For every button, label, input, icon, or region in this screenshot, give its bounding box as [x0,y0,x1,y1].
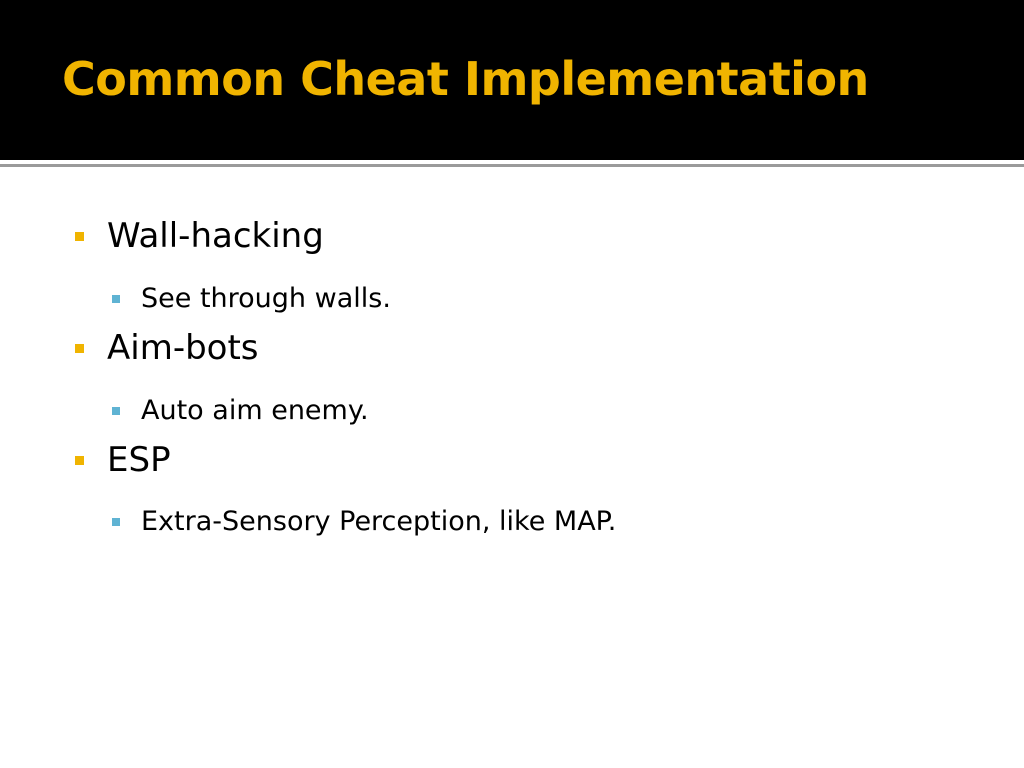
bullet-text: Wall-hacking [107,216,324,256]
title-separator [0,164,1024,167]
bullet-text: Aim-bots [107,328,259,368]
bullet-item-esp: ESP [75,440,171,480]
bullet-item-auto-aim-enemy: Auto aim enemy. [112,395,369,426]
bullet-text: ESP [107,440,171,480]
bullet-text: See through walls. [141,283,391,314]
bullet-marker-icon [75,343,84,353]
sub-bullet-marker-icon [112,406,120,415]
sub-bullet-marker-icon [112,517,120,526]
bullet-text: Auto aim enemy. [141,395,369,426]
bullet-item-extra-sensory-perception: Extra-Sensory Perception, like MAP. [112,506,616,537]
bullet-marker-icon [75,231,84,241]
bullet-marker-icon [75,455,84,465]
bullet-item-see-through-walls: See through walls. [112,283,391,314]
bullet-item-aim-bots: Aim-bots [75,328,259,368]
bullet-item-wall-hacking: Wall-hacking [75,216,324,256]
title-bar: Common Cheat Implementation [0,0,1024,160]
slide-title: Common Cheat Implementation [62,52,869,106]
bullet-text: Extra-Sensory Perception, like MAP. [141,506,617,537]
sub-bullet-marker-icon [112,294,120,303]
title-separator-gap [0,160,1024,164]
